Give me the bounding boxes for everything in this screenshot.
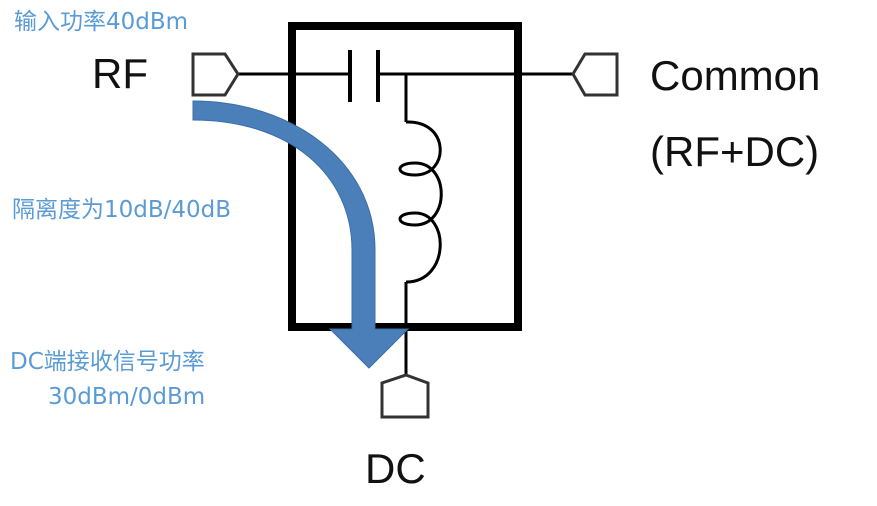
common-port-sublabel: (RF+DC)	[650, 128, 820, 175]
common-port-icon	[571, 52, 619, 97]
input-power-label: 输入功率40dBm	[14, 9, 189, 35]
rf-port-label: RF	[92, 50, 148, 97]
common-port-label: Common	[650, 52, 821, 99]
dc-received-power-label: DC端接收信号功率	[10, 349, 205, 375]
bias-tee-box	[288, 22, 522, 331]
inductor-coil	[398, 120, 443, 284]
signal-flow-arrow	[192, 100, 410, 369]
dc-port-label: DC	[365, 445, 426, 492]
isolation-label: 隔离度为10dB/40dB	[12, 197, 232, 223]
dc-port-icon	[380, 373, 430, 419]
rf-port-icon	[191, 52, 240, 97]
dc-received-power-values: 30dBm/0dBm	[48, 384, 206, 410]
